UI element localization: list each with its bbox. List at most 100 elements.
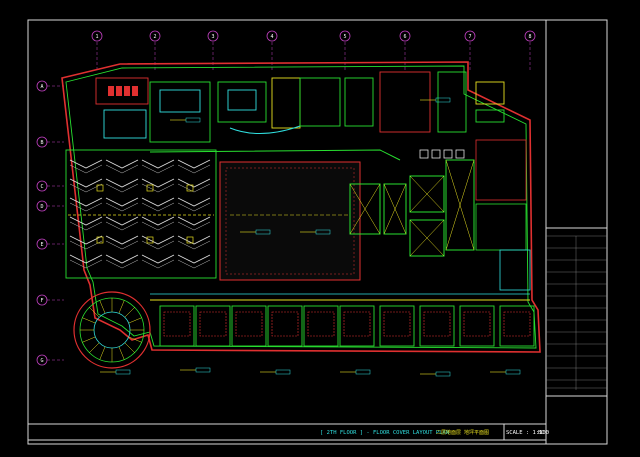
chevron-mark	[177, 254, 211, 264]
toilet-fixture	[431, 149, 441, 159]
central-atrium	[219, 161, 361, 281]
upper-service-rooms	[95, 71, 505, 161]
grid-label-6: 6	[403, 34, 406, 40]
core-shaft-2	[409, 175, 445, 213]
row-bubble-F	[36, 294, 48, 306]
lower-guest-rooms	[150, 293, 535, 347]
annotation-tag	[185, 117, 201, 123]
toilet-fixture	[455, 149, 465, 159]
service-room-5	[227, 89, 257, 111]
guest-room-7	[419, 305, 455, 347]
scale-label: SCALE : 1:100	[506, 430, 549, 436]
row-bubble-C	[36, 180, 48, 192]
service-room-1	[103, 109, 147, 139]
curved-counter	[229, 125, 301, 135]
guest-room-2	[231, 305, 267, 347]
chevron-mark	[105, 183, 139, 193]
chevron-mark	[141, 240, 175, 250]
grid-label-1: 1	[95, 34, 98, 40]
guest-room-inner-2	[235, 311, 263, 337]
stair-block	[132, 86, 138, 96]
toilet-fixture	[419, 149, 429, 159]
row-bubble-G	[36, 354, 48, 366]
row-label-E: E	[40, 242, 43, 248]
guest-room-inner-7	[423, 311, 451, 337]
chevron-mark	[141, 197, 175, 207]
guest-room-8	[459, 305, 495, 347]
building-outline	[61, 61, 541, 353]
core-shaft-1	[383, 183, 407, 235]
round-stair-tower	[73, 291, 151, 369]
stair-block	[108, 86, 114, 96]
grid-bubble-3	[207, 30, 219, 42]
core-shaft-0	[349, 183, 381, 235]
chevron-mark	[105, 159, 139, 169]
service-room-3	[159, 89, 201, 113]
service-room-8	[344, 77, 374, 127]
annotation-tag	[255, 229, 271, 235]
annotation-tag	[115, 369, 131, 375]
grid-bubble-6	[399, 30, 411, 42]
guest-room-9	[499, 305, 535, 347]
chevron-mark	[141, 178, 175, 188]
chevron-mark	[141, 259, 175, 269]
stair-tread	[118, 300, 125, 314]
right-room-1	[475, 203, 527, 251]
stair-tread	[124, 307, 135, 318]
guest-room-5	[339, 305, 375, 347]
chevron-mark	[105, 216, 139, 226]
row-bubble-A	[36, 80, 48, 92]
grid-label-8: 8	[528, 34, 531, 40]
grid-label-4: 4	[270, 34, 273, 40]
chevron-mark	[69, 202, 103, 212]
chevron-mark	[177, 159, 211, 169]
chevron-mark	[177, 259, 211, 269]
chevron-mark	[177, 178, 211, 188]
row-label-B: B	[40, 140, 43, 146]
chevron-mark	[69, 254, 103, 264]
guest-room-inner-4	[307, 311, 335, 337]
row-bubble-D	[36, 200, 48, 212]
chevron-mark	[177, 164, 211, 174]
stair-tread	[124, 342, 135, 353]
stair-tread	[99, 300, 106, 314]
shaft-cross	[383, 183, 407, 235]
service-room-7	[299, 77, 341, 127]
core-shaft-4	[445, 159, 475, 251]
stair-tread	[89, 307, 100, 318]
chevron-mark	[69, 221, 103, 231]
chevron-mark	[141, 164, 175, 174]
toilet-fixture	[443, 149, 453, 159]
chevron-mark	[177, 197, 211, 207]
service-room-2	[149, 81, 211, 143]
guest-room-inner-6	[383, 311, 411, 337]
grid-label-2: 2	[153, 34, 156, 40]
hall-column	[96, 184, 104, 192]
row-label-F: F	[40, 298, 43, 304]
chevron-mark	[105, 254, 139, 264]
chevron-mark	[177, 240, 211, 250]
chevron-mark	[69, 159, 103, 169]
grid-bubble-1	[91, 30, 103, 42]
chevron-mark	[141, 221, 175, 231]
chevron-mark	[177, 183, 211, 193]
row-label-G: G	[40, 358, 43, 364]
service-room-9	[379, 71, 431, 133]
hall-column	[96, 236, 104, 244]
service-room-11	[475, 81, 505, 105]
chevron-mark	[105, 235, 139, 245]
grid-bubble-2	[149, 30, 161, 42]
chevron-mark	[105, 178, 139, 188]
annotation-tag	[195, 367, 211, 373]
stair-block	[124, 86, 130, 96]
guest-room-inner-0	[163, 311, 191, 337]
stair-tread	[82, 317, 96, 324]
row-label-D: D	[40, 204, 43, 210]
row-bubble-B	[36, 136, 48, 148]
title-block	[545, 19, 608, 445]
scale-suffix: BC	[538, 430, 544, 436]
stair-tread	[82, 336, 96, 343]
core-shaft-3	[409, 219, 445, 257]
